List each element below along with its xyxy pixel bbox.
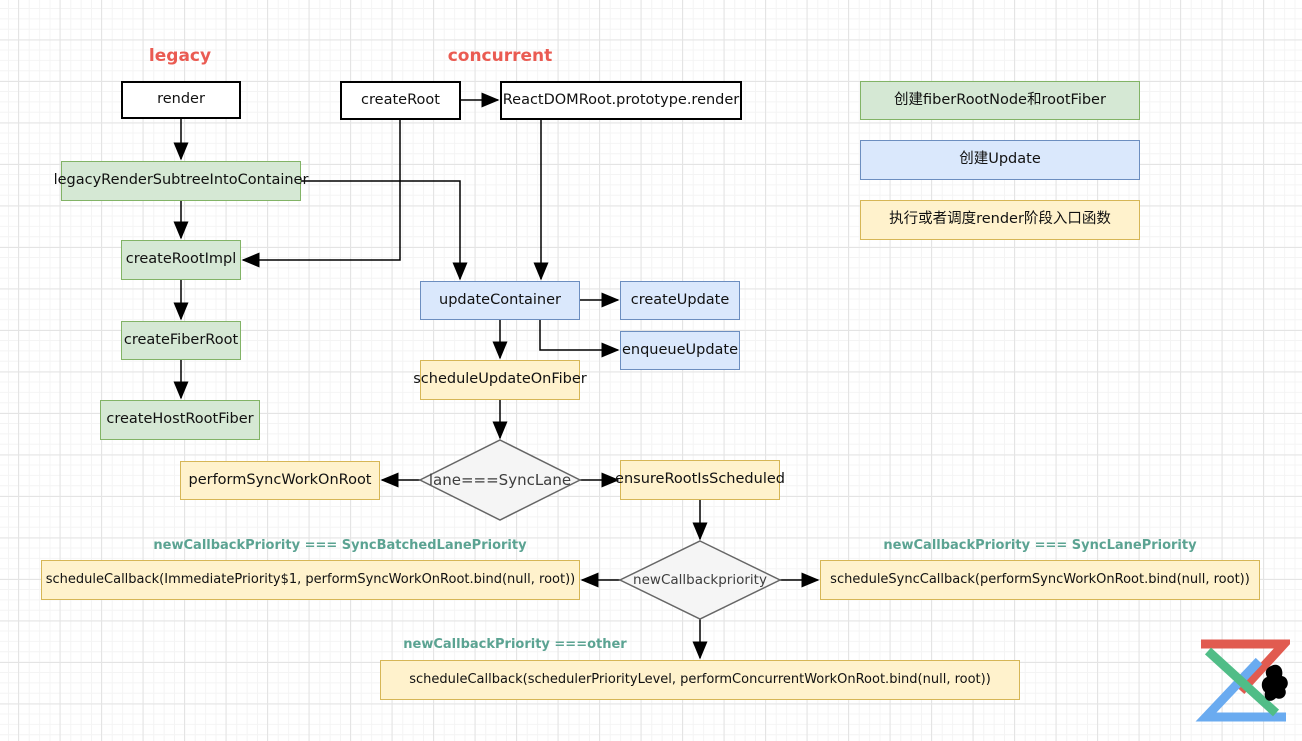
- node-scheduleCallback-immediatePriority[interactable]: scheduleCallback(ImmediatePriority$1, pe…: [41, 560, 580, 600]
- node-createFiberRoot[interactable]: createFiberRoot: [121, 321, 241, 360]
- arrow-legacyRenderSubtree-to-updateContainer: [301, 180, 468, 281]
- node-enqueueUpdate[interactable]: enqueueUpdate: [620, 331, 740, 370]
- decision-newCallbackPriority-label[interactable]: newCallbackpriority: [633, 572, 767, 588]
- node-scheduleSyncCallback[interactable]: scheduleSyncCallback(performSyncWorkOnRo…: [820, 560, 1260, 600]
- brand-logo-icon: [1195, 639, 1290, 722]
- decision-lane-syncLane-label[interactable]: lane===SyncLane: [428, 471, 572, 489]
- branch-label-syncBatchedLanePriority: newCallbackPriority === SyncBatchedLaneP…: [153, 538, 527, 553]
- node-updateContainer[interactable]: updateContainer: [420, 281, 580, 320]
- node-createHostRootFiber[interactable]: createHostRootFiber: [100, 400, 260, 440]
- branch-label-syncLanePriority: newCallbackPriority === SyncLanePriority: [883, 538, 1197, 553]
- branch-label-other: newCallbackPriority ===other: [403, 637, 627, 652]
- arrow-updateContainer-to-enqueueUpdate: [539, 320, 620, 358]
- logo-ink-blob-icon: [1261, 664, 1288, 701]
- node-performSyncWorkOnRoot[interactable]: performSyncWorkOnRoot: [180, 461, 380, 500]
- section-label-concurrent: concurrent: [447, 46, 553, 66]
- legend-item-green-fiberRootNode[interactable]: 创建fiberRootNode和rootFiber: [860, 81, 1140, 120]
- node-reactDOMRoot-prototype-render[interactable]: ReactDOMRoot.prototype.render: [500, 81, 742, 120]
- legend-item-blue-createUpdate[interactable]: 创建Update: [860, 140, 1140, 180]
- node-scheduleCallback-schedulerPriorityLevel[interactable]: scheduleCallback(schedulerPriorityLevel,…: [380, 660, 1020, 700]
- section-label-legacy: legacy: [148, 46, 212, 66]
- node-createRootImpl[interactable]: createRootImpl: [121, 240, 241, 280]
- logo-diagonal-green: [1204, 647, 1280, 717]
- node-scheduleUpdateOnFiber[interactable]: scheduleUpdateOnFiber: [413, 360, 587, 400]
- logo-z-top-red: [1201, 639, 1290, 695]
- legend-item-yellow-renderEntry[interactable]: 执行或者调度render阶段入口函数: [860, 200, 1140, 240]
- node-legacyRenderSubtreeIntoContainer[interactable]: legacyRenderSubtreeIntoContainer: [54, 161, 308, 201]
- node-render[interactable]: render: [121, 81, 241, 119]
- node-createUpdate[interactable]: createUpdate: [620, 281, 740, 320]
- node-ensureRootIsScheduled[interactable]: ensureRootIsScheduled: [615, 460, 785, 500]
- node-createRoot[interactable]: createRoot: [340, 81, 461, 120]
